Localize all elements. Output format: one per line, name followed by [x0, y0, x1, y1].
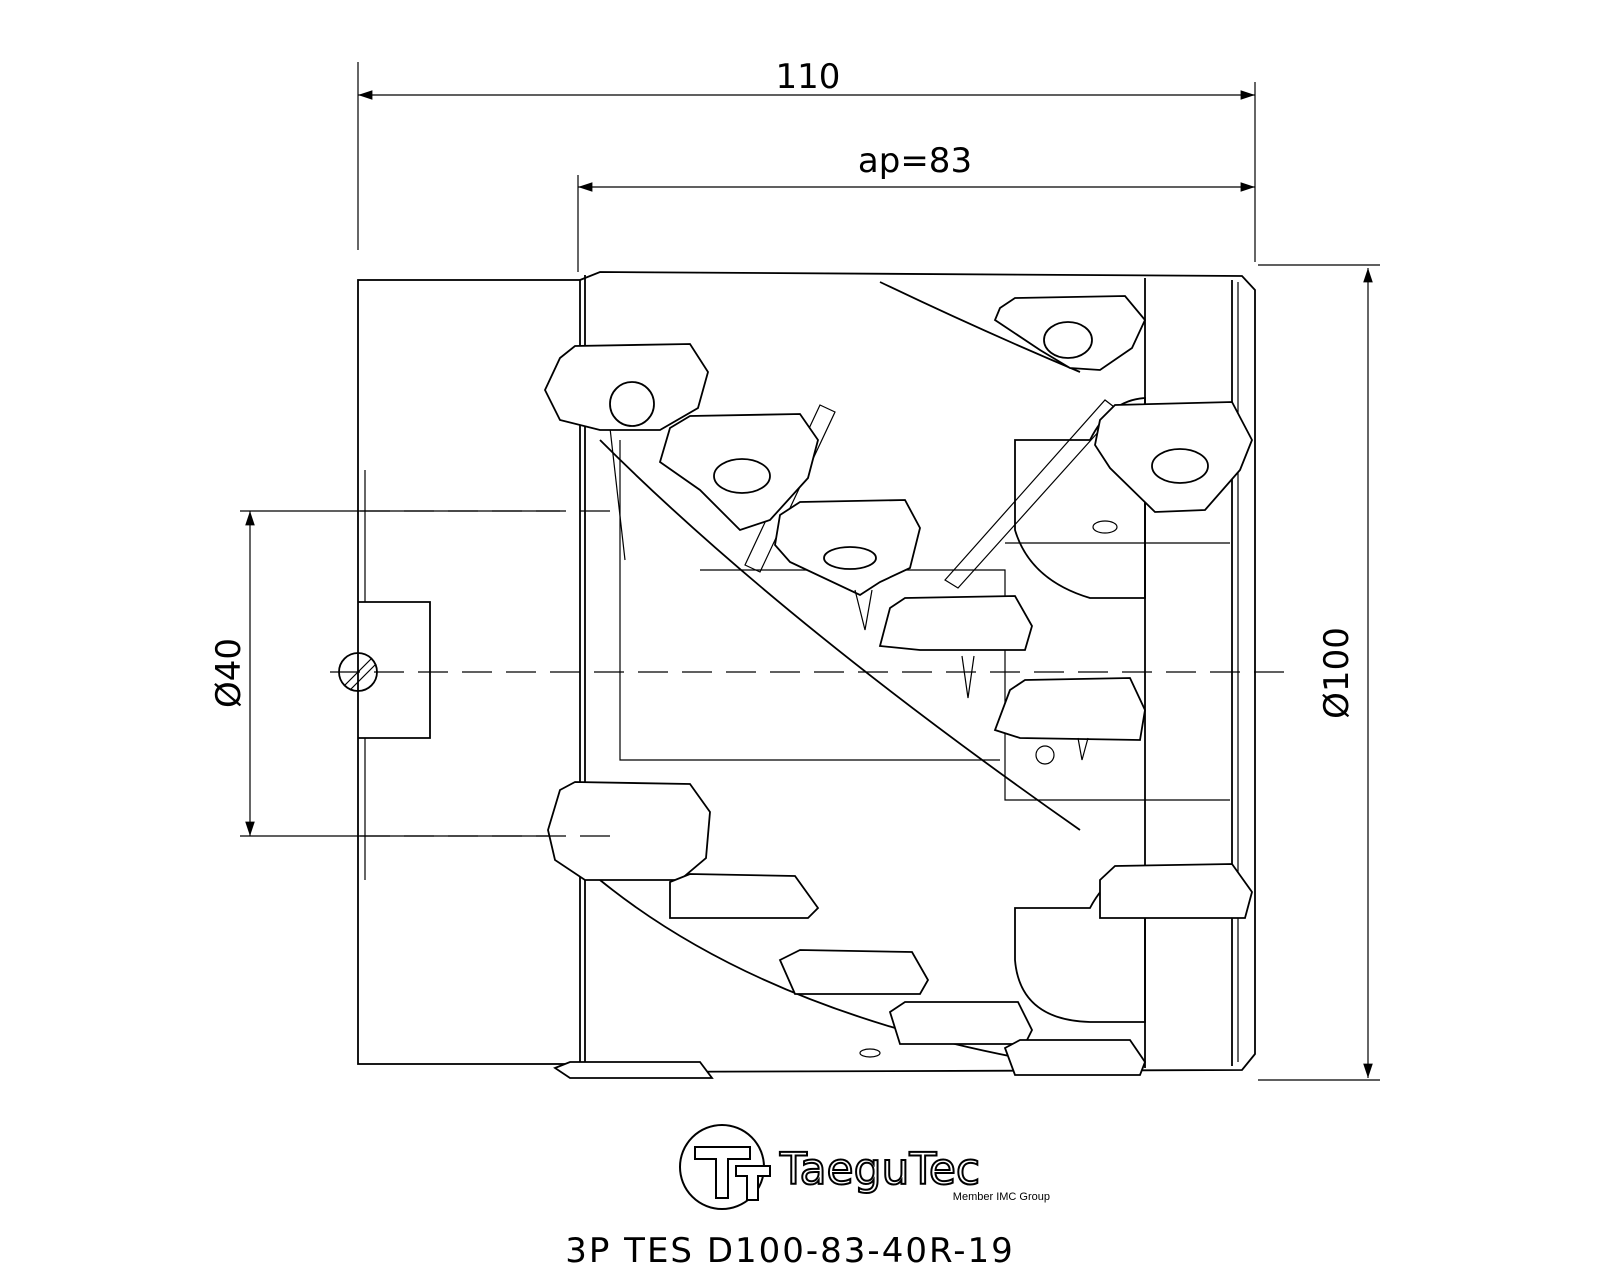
insert-row-upper — [544, 295, 1253, 761]
dimension-cutting-depth: ap=83 — [577, 141, 1255, 272]
dimension-label-bore: Ø40 — [209, 638, 249, 708]
brand-logo: TaeguTec Member IMC Group — [679, 1124, 1050, 1210]
dimension-overall-length: 110 — [357, 57, 1256, 262]
dimension-label-110: 110 — [776, 57, 841, 97]
centerlines — [330, 510, 1290, 837]
dimension-bore-diameter: Ø40 — [209, 510, 560, 837]
part-code: 3P TES D100-83-40R-19 — [565, 1231, 1015, 1271]
insert-row-lower — [547, 781, 1253, 1079]
brand-tagline: Member IMC Group — [953, 1191, 1050, 1203]
dimension-cutter-diameter: Ø100 — [1258, 264, 1380, 1081]
dimension-label-ap: ap=83 — [858, 141, 972, 181]
dimension-label-cutter: Ø100 — [1317, 627, 1357, 719]
brand-name: TaeguTec — [779, 1144, 980, 1195]
